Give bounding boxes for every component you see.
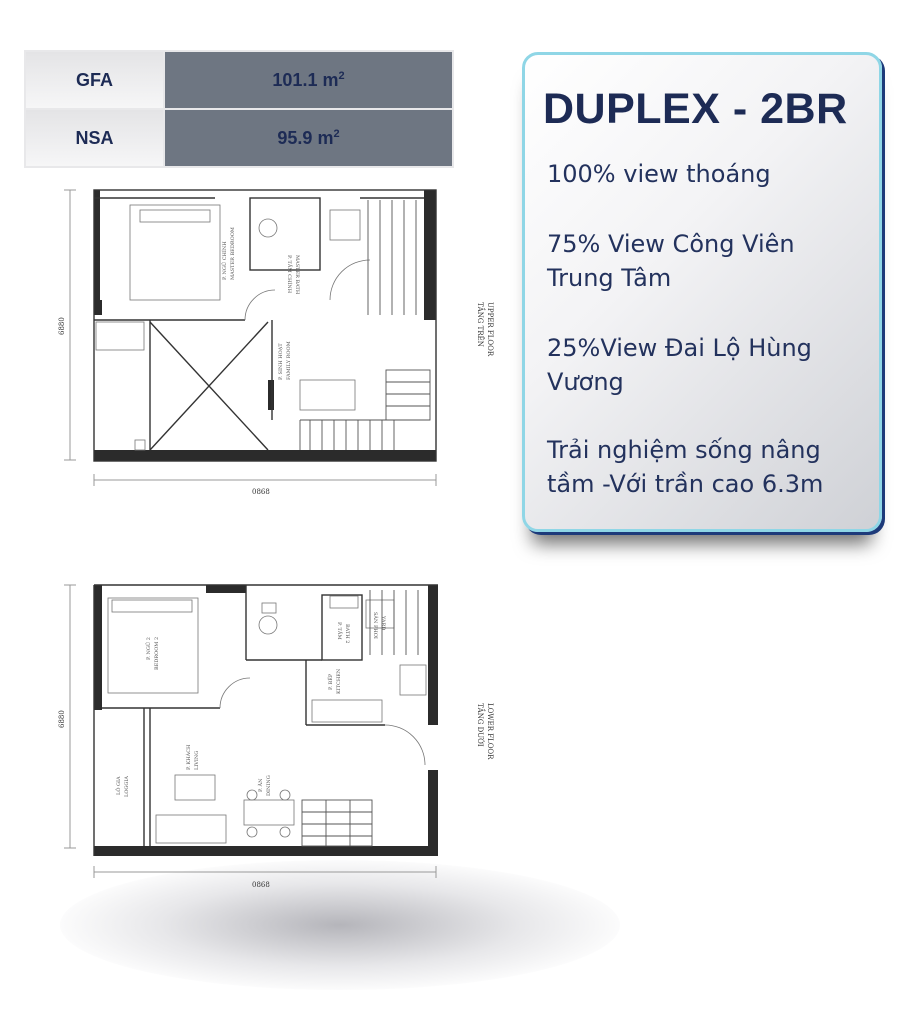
lower-floor-label-en: LOWER FLOOR <box>486 703 494 760</box>
bedroom2-label-en: BEDROOM 2 <box>154 637 160 670</box>
floor-shadow <box>60 860 620 990</box>
dining-label-vi: P. ĂN <box>257 778 264 792</box>
nsa-value: 95.9 m2 <box>163 108 454 168</box>
master-bedroom-label-vi: P. NGỦ CHÍNH <box>220 241 228 280</box>
kitchen-label-en: KITCHEN <box>336 668 342 694</box>
lower-height-dimension: 6880 <box>58 710 66 728</box>
bedroom2-label-vi: P. NGỦ 2 <box>144 637 152 660</box>
upper-height-dimension: 6880 <box>58 317 66 335</box>
upper-width-dimension: 0868 <box>252 488 270 496</box>
loggia-label-en: LOGGIA <box>124 776 130 797</box>
lower-floor-plan: P. NGỦ 2 BEDROOM 2 P. TẮM BATH 2 SÂN PHƠ… <box>58 584 494 889</box>
feature-item: 75% View Công Viên Trung Tâm <box>547 230 795 292</box>
lower-floor-label-vi: TẦNG DƯỚI <box>476 703 486 747</box>
upper-floor-plan: P. NGỦ CHÍNH MASTER BEDROOM P. TẮM CHÍNH… <box>58 189 494 496</box>
card-title: DUPLEX - 2BR <box>543 85 848 133</box>
feature-item: Trải nghiệm sống nâng tầm -Với trần cao … <box>547 436 824 498</box>
yard-label-vi: SÂN PHƠI <box>372 612 379 639</box>
gfa-value: 101.1 m2 <box>163 50 454 110</box>
master-bath-label-vi: P. TẮM CHÍNH <box>286 255 294 294</box>
living-label-vi: P. KHÁCH <box>185 744 192 770</box>
living-label-en: LIVING <box>194 751 200 770</box>
feature-card: DUPLEX - 2BR 100% view thoáng 75% View C… <box>522 52 882 532</box>
bath2-label-vi: P. TẮM <box>336 622 344 640</box>
table-row: NSA 95.9 m2 <box>24 108 454 168</box>
table-row: GFA 101.1 m2 <box>24 50 454 110</box>
bath2-label-en: BATH 2 <box>344 624 350 643</box>
area-table: GFA 101.1 m2 NSA 95.9 m2 <box>24 50 454 168</box>
loggia-label-vi: LÔ GIA <box>114 776 122 795</box>
family-room-label-en: FAMILY ROOM <box>286 341 292 380</box>
nsa-label: NSA <box>24 108 165 168</box>
yard-label-en: YARD <box>380 615 386 630</box>
master-bath-label-en: MASTER BATH <box>294 255 300 295</box>
feature-item: 100% view thoáng <box>547 160 771 188</box>
master-bedroom-label-en: MASTER BEDROOM <box>230 227 236 280</box>
upper-floor-label-vi: TẦNG TRÊN <box>476 302 486 347</box>
lower-width-dimension: 0868 <box>252 881 270 889</box>
upper-floor-label-en: UPPER FLOOR <box>486 302 494 357</box>
dining-label-en: DINING <box>266 775 272 796</box>
family-room-label-vi: P. SINH HOẠT <box>278 343 284 380</box>
gfa-label: GFA <box>24 50 165 110</box>
kitchen-label-vi: P. BẾP <box>326 673 334 690</box>
feature-item: 25%View Đai Lộ Hùng Vương <box>547 334 812 396</box>
